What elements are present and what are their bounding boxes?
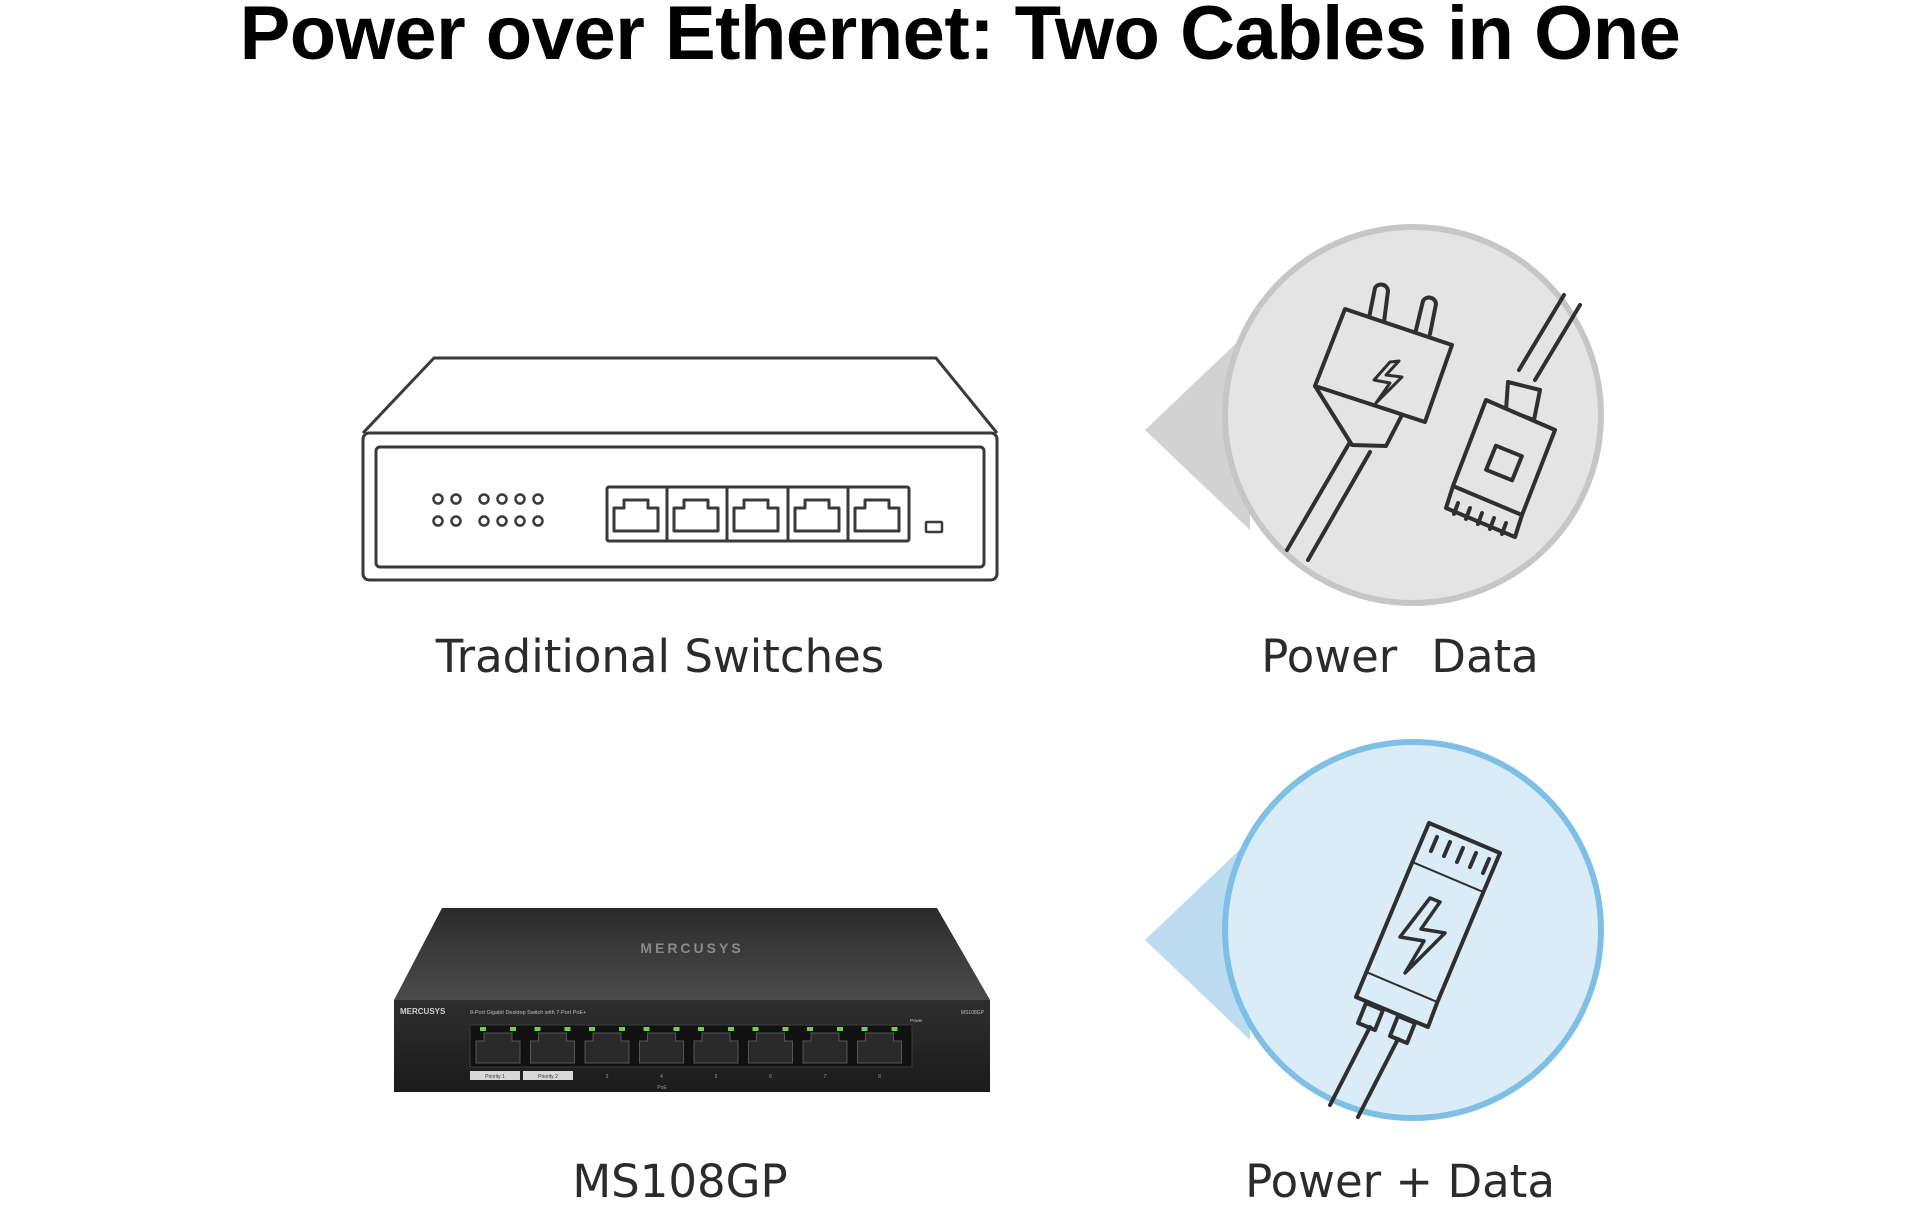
port-led xyxy=(891,1027,898,1031)
front-power-label: Power xyxy=(910,1018,923,1023)
front-model-label: MS108GP xyxy=(961,1010,985,1016)
port-led xyxy=(807,1027,813,1031)
port-led xyxy=(698,1027,704,1031)
poe-label: PoE xyxy=(657,1085,667,1091)
priority-2-label: Priority 2 xyxy=(538,1074,558,1080)
ethernet-port xyxy=(802,1032,848,1064)
port-number-label: 7 xyxy=(824,1074,827,1080)
port-led xyxy=(589,1027,595,1031)
port-led xyxy=(619,1027,625,1031)
port-number-label: 6 xyxy=(769,1074,772,1080)
data-label: Data xyxy=(1431,630,1539,683)
ethernet-port xyxy=(639,1032,684,1064)
port-led xyxy=(752,1027,759,1031)
power-plug-icon xyxy=(1285,282,1454,562)
switch-outline-icon xyxy=(361,356,999,582)
separate-cables-bubble xyxy=(1145,224,1604,606)
port-led xyxy=(837,1027,843,1031)
front-brand-label: MERCUSYS xyxy=(400,1007,446,1016)
page-title: Power over Ethernet: Two Cables in One xyxy=(239,0,1681,76)
ethernet-plug-icon xyxy=(1444,293,1582,539)
ethernet-port xyxy=(530,1032,575,1064)
port-led xyxy=(480,1027,486,1031)
ethernet-port xyxy=(584,1032,630,1064)
ethernet-port xyxy=(693,1032,739,1064)
traditional-switches-caption: Traditional Switches xyxy=(435,630,885,683)
power-plus-data-caption: Power + Data xyxy=(1245,1155,1555,1208)
port-led xyxy=(728,1027,734,1031)
port-number-label: 5 xyxy=(715,1074,718,1080)
ethernet-port xyxy=(475,1032,521,1064)
port-led xyxy=(534,1027,541,1031)
combined-cable-bubble xyxy=(1145,739,1604,1121)
power-data-caption: Power Data xyxy=(1240,630,1560,683)
brand-logo: MERCUSYS xyxy=(640,940,743,956)
ethernet-port xyxy=(748,1032,793,1064)
port-led xyxy=(782,1027,789,1031)
port-led xyxy=(673,1027,680,1031)
port-number-label: 3 xyxy=(606,1074,609,1080)
poe-ethernet-plug-icon xyxy=(1328,821,1502,1119)
ms108gp-switch-image: MERCUSYS MERCUSYS 8-Port Gigabit Desktop… xyxy=(394,908,990,1092)
port-led xyxy=(510,1027,516,1031)
port-number-label: 4 xyxy=(660,1074,663,1080)
port-number-label: 8 xyxy=(878,1074,881,1080)
power-label: Power xyxy=(1261,630,1398,683)
front-description: 8-Port Gigabit Desktop Switch with 7-Por… xyxy=(470,1010,586,1016)
port-led xyxy=(643,1027,650,1031)
priority-1-label: Priority 1 xyxy=(485,1074,505,1080)
ethernet-port xyxy=(857,1032,902,1064)
port-led xyxy=(861,1027,868,1031)
ms108gp-caption: MS108GP xyxy=(572,1155,788,1208)
port-led xyxy=(564,1027,571,1031)
